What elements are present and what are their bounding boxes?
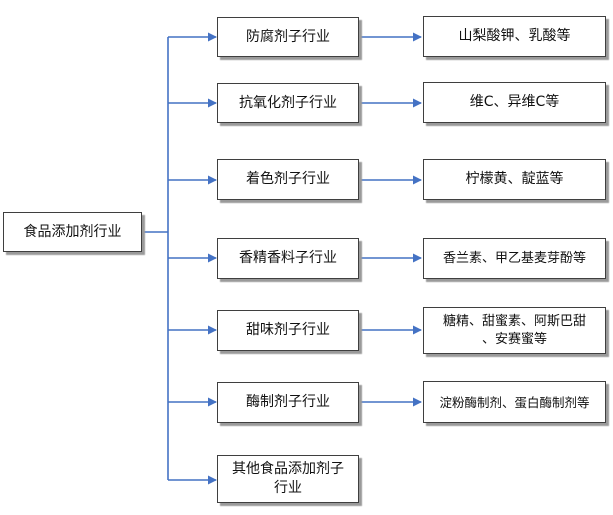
example-node-preservative: 山梨酸钾、乳酸等 [423, 16, 606, 57]
category-label: 香精香料子行业 [239, 250, 337, 266]
category-label: 防腐剂子行业 [246, 28, 330, 45]
example-label-line1: 糖精、甜蜜素、阿斯巴甜 [442, 313, 586, 329]
example-label: 柠檬黄、靛蓝等 [465, 171, 564, 187]
root-node: 食品添加剂行业 [3, 212, 142, 252]
example-node-colorant: 柠檬黄、靛蓝等 [423, 159, 606, 200]
category-label: 抗氧化剂子行业 [239, 94, 337, 111]
example-label: 淀粉酶制剂、蛋白酶制剂等 [439, 394, 590, 410]
example-label-line2: 、安赛蜜等 [481, 331, 547, 347]
category-label: 酶制剂子行业 [246, 394, 330, 410]
category-node-antioxidant: 抗氧化剂子行业 [217, 83, 359, 123]
example-label: 山梨酸钾、乳酸等 [458, 28, 571, 44]
category-label: 甜味剂子行业 [246, 322, 330, 338]
category-label: 着色剂子行业 [246, 171, 330, 187]
root-label: 食品添加剂行业 [23, 223, 122, 240]
category-node-colorant: 着色剂子行业 [217, 159, 359, 200]
category-node-other: 其他食品添加剂子 行业 [217, 455, 359, 503]
example-node-antioxidant: 维C、异维C等 [423, 82, 606, 123]
category-node-sweetener: 甜味剂子行业 [217, 310, 359, 351]
example-label: 香兰素、甲乙基麦芽酚等 [442, 251, 586, 266]
category-node-flavor: 香精香料子行业 [217, 238, 359, 279]
category-node-enzyme: 酶制剂子行业 [217, 382, 359, 423]
category-label-line2: 行业 [274, 480, 302, 496]
category-node-preservative: 防腐剂子行业 [217, 17, 359, 57]
example-node-sweetener: 糖精、甜蜜素、阿斯巴甜 、安赛蜜等 [423, 307, 606, 354]
category-label-line1: 其他食品添加剂子 [232, 461, 344, 477]
example-label: 维C、异维C等 [469, 94, 560, 110]
example-node-flavor: 香兰素、甲乙基麦芽酚等 [423, 238, 606, 279]
example-node-enzyme: 淀粉酶制剂、蛋白酶制剂等 [423, 381, 606, 423]
